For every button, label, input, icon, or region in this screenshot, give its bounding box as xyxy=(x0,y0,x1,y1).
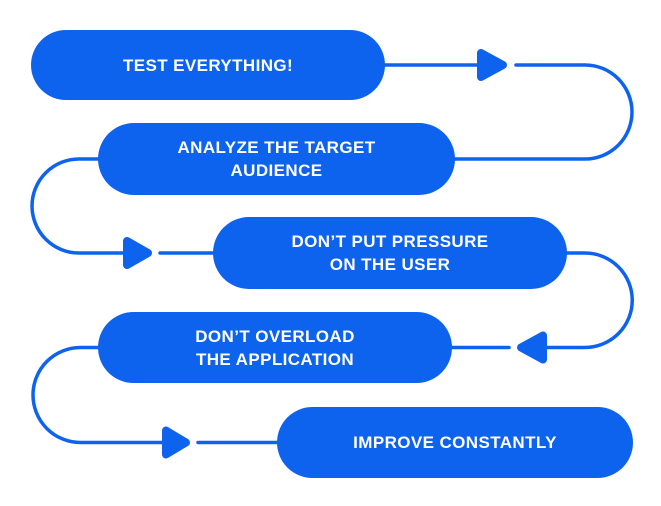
step-label-line: ON THE USER xyxy=(329,255,451,274)
flow-arrow-left-icon xyxy=(517,331,547,364)
connector-4-curve-line xyxy=(31,345,164,445)
flow-arrow-right-icon xyxy=(162,426,190,459)
flow-arrow-right-icon xyxy=(123,237,152,269)
step-label-line: DON’T OVERLOAD xyxy=(195,326,355,346)
step-label-line: THE APPLICATION xyxy=(195,349,355,369)
step-pill-dont-put-pressure: DON’T PUT PRESSURE ON THE USER xyxy=(213,217,567,289)
step-label-line: ANALYZE THE TARGET xyxy=(177,138,376,157)
connector-1-curve-line xyxy=(453,63,634,161)
connector-3-curve-line xyxy=(545,251,634,350)
step-label-line: AUDIENCE xyxy=(230,161,323,180)
step-pill-test-everything: TEST EVERYTHING! xyxy=(31,30,385,100)
step-pill-analyze-target-audience: ANALYZE THE TARGET AUDIENCE xyxy=(98,123,455,195)
step-label-line: TEST EVERYTHING! xyxy=(122,55,294,75)
step-pill-improve-constantly: IMPROVE CONSTANTLY xyxy=(277,407,633,478)
flow-arrow-right-icon xyxy=(477,49,507,81)
connector-2-curve-line xyxy=(30,157,125,255)
step-label-line: DON’T PUT PRESSURE xyxy=(291,232,489,251)
step-pill-dont-overload-application: DON’T OVERLOAD THE APPLICATION xyxy=(98,312,452,383)
step-label-line: IMPROVE CONSTANTLY xyxy=(353,433,557,452)
